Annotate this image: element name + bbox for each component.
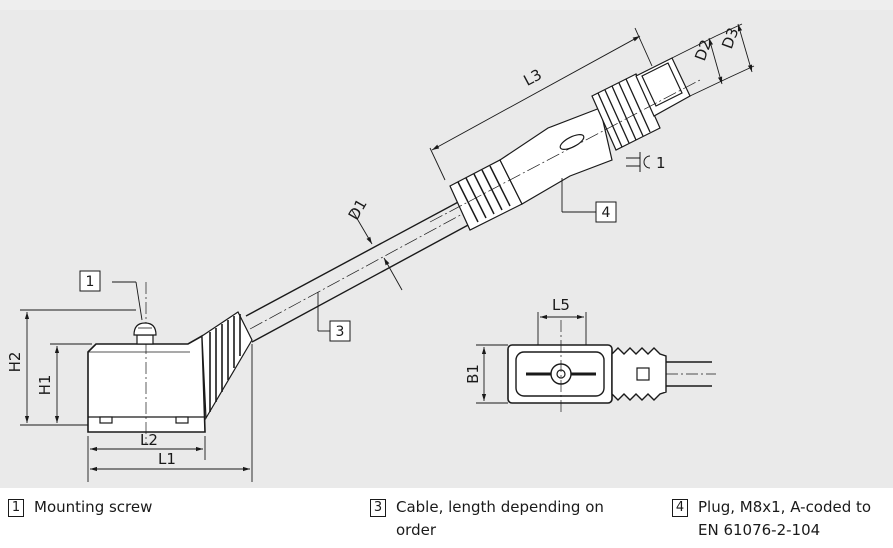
- svg-text:1: 1: [86, 274, 95, 290]
- socket-housing: [87, 282, 206, 445]
- label-l1: L1: [158, 450, 176, 468]
- label-d2: D2: [691, 37, 715, 63]
- wrench-size-indicator: [626, 152, 651, 172]
- dimension-l2: [90, 436, 206, 460]
- label-wrench-size: 1: [656, 154, 666, 172]
- dimension-h1: [50, 343, 92, 426]
- label-l2: L2: [140, 431, 158, 449]
- mounting-screw: [133, 322, 157, 345]
- callout-tag-1: 1: [79, 270, 101, 292]
- dimension-d2: [671, 35, 729, 97]
- label-l5: L5: [552, 296, 570, 314]
- legend-text-4b: EN 61076-2-104: [698, 521, 821, 539]
- callout-tag-3: 3: [329, 320, 351, 342]
- label-b1: B1: [464, 364, 482, 384]
- dimension-d3: [715, 23, 755, 79]
- svg-text:4: 4: [602, 205, 611, 221]
- label-h1: H1: [36, 375, 54, 396]
- cable: [245, 199, 471, 343]
- dimension-l3: [429, 27, 653, 181]
- legend-text-1: Mounting screw: [34, 498, 153, 516]
- label-d1: D1: [345, 196, 371, 223]
- legend-item-1: 1 Mounting screw: [8, 496, 152, 519]
- plan-view: [476, 312, 716, 412]
- legend-number-1: 1: [8, 499, 24, 517]
- label-d3: D3: [718, 25, 742, 51]
- top-band: [0, 0, 893, 10]
- legend-text-3a: Cable, length depending on: [396, 498, 604, 516]
- dimension-h2: [20, 309, 136, 426]
- svg-text:3: 3: [336, 324, 345, 340]
- strain-relief-left: [201, 311, 253, 421]
- plug: [429, 57, 701, 231]
- legend-item-3: 3 Cable, length depending on order: [370, 496, 604, 542]
- legend-text-3b: order: [396, 521, 436, 539]
- dimension-d1: [351, 209, 403, 291]
- label-l3: L3: [521, 65, 545, 89]
- legend-item-4: 4 Plug, M8x1, A-coded to EN 61076-2-104: [672, 496, 893, 542]
- legend-number-3: 3: [370, 499, 386, 517]
- legend-number-4: 4: [672, 499, 688, 517]
- legend-text-4a: Plug, M8x1, A-coded to: [698, 498, 872, 516]
- dimension-l1: [87, 344, 253, 482]
- callout-tag-4: 4: [595, 201, 617, 223]
- label-h2: H2: [6, 352, 24, 373]
